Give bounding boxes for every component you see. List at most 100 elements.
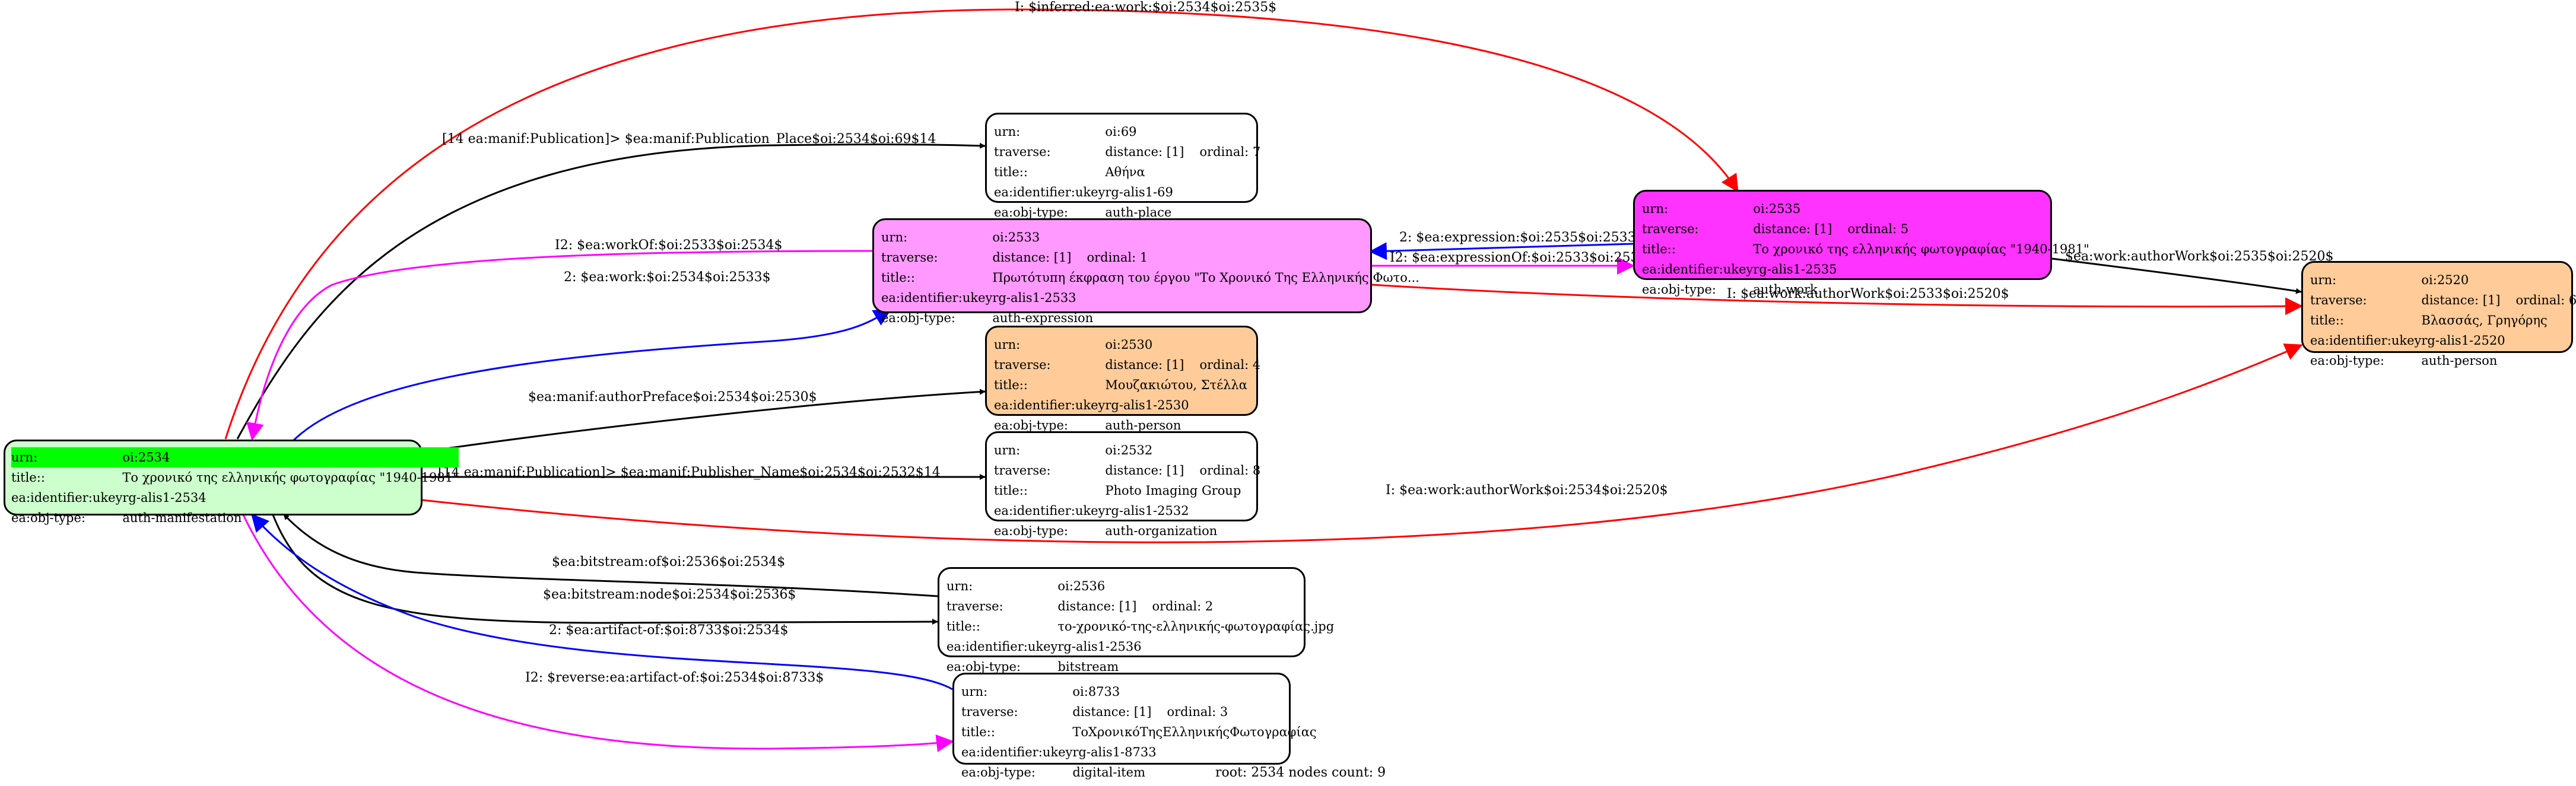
edge-label-author-work-2533: I: $ea:work:authorWork$oi:2533$oi:2520$: [1727, 287, 2009, 301]
urn-value: oi:2532: [1105, 443, 1153, 457]
ukey-value: rg-alis1-2532: [1105, 504, 1189, 518]
node-oi-2535[interactable]: urn:oi:2535 traverse:distance: [1]ordina…: [1633, 190, 2089, 297]
objtype-key: ea:obj-type:: [961, 765, 1036, 779]
edge-author-work-2535: [2051, 257, 2302, 294]
title-key: title::: [881, 271, 915, 285]
title-key: title::: [961, 725, 995, 739]
urn-value: oi:69: [1105, 125, 1137, 139]
edge-label-author-work-2535: $ea:work:authorWork$oi:2535$oi:2520$: [2065, 249, 2334, 264]
edge-label-artifact-of: 2: $ea:artifact-of:$oi:8733$oi:2534$: [549, 623, 789, 638]
urn-value: oi:2530: [1105, 338, 1153, 352]
ukey-key: ea:identifier:ukey: [994, 185, 1106, 199]
ukey-value: rg-alis1-2520: [2421, 333, 2505, 348]
ukey-key: ea:identifier:ukey: [1642, 262, 1754, 276]
objtype-value: digital-item: [1072, 765, 1145, 779]
root-urn-key: urn:: [11, 447, 123, 467]
root-objtype-value: auth-manifestation: [122, 511, 242, 525]
ordinal-value: ordinal: 3: [1167, 705, 1228, 719]
traverse-key: traverse:: [994, 358, 1051, 372]
urn-value: oi:2536: [1057, 579, 1106, 593]
edge-label-work: 2: $ea:work:$oi:2534$oi:2533$: [564, 270, 771, 285]
graph-footer: root: 2534 nodes count: 9: [1215, 765, 1386, 780]
ordinal-value: ordinal: 7: [1199, 145, 1261, 159]
title-value: ΤοΧρονικόΤηςΕλληνικήςΦωτογραφίας: [1072, 725, 1317, 739]
ordinal-value: ordinal: 6: [2515, 293, 2576, 307]
traverse-key: traverse:: [2310, 293, 2367, 307]
ukey-key: ea:identifier:ukey: [961, 745, 1073, 759]
node-oi-2530[interactable]: urn:oi:2530 traverse:distance: [1]ordina…: [985, 326, 1261, 432]
ukey-key: ea:identifier:ukey: [2310, 333, 2422, 348]
root-ukey-value: rg-alis1-2534: [122, 491, 207, 505]
edge-publication-place: [236, 142, 986, 440]
urn-key: urn:: [2310, 273, 2337, 287]
node-oi-2520[interactable]: urn: oi:2520 traverse: distance: [1] ordina…: [2301, 261, 2576, 368]
root-ukey-key: ea:identifier:ukey: [11, 491, 123, 505]
objtype-value: auth-expression: [992, 311, 1094, 325]
urn-key: urn:: [881, 230, 908, 244]
title-key: title::: [994, 165, 1028, 179]
title-value: το-χρονικό-της-ελληνικής-φωτογραφίας.jpg: [1057, 619, 1335, 634]
objtype-key: ea:obj-type:: [2310, 354, 2384, 368]
title-key: title::: [1642, 242, 1676, 256]
urn-value: oi:2520: [2421, 273, 2469, 287]
objtype-key: ea:obj-type:: [994, 524, 1068, 538]
objtype-key: ea:obj-type:: [946, 660, 1021, 674]
edge-label-inferred-work: I: $inferred:ea:work:$oi:2534$oi:2535$: [1015, 0, 1277, 15]
title-value: Το χρονικό της ελληνικής φωτογραφίας "19…: [1753, 242, 2089, 256]
title-value: Αθήνα: [1105, 165, 1145, 179]
ukey-value: rg-alis1-2533: [992, 291, 1076, 305]
traverse-value: distance: [1]ordinal: 8: [1105, 460, 1260, 480]
ordinal-value: ordinal: 1: [1087, 250, 1148, 265]
title-value: Photo Imaging Group: [1105, 483, 1241, 498]
distance-value: distance: [1]: [2421, 293, 2501, 307]
edge-reverse-artifact-of: [242, 514, 954, 752]
ordinal-value: ordinal: 5: [1847, 222, 1909, 236]
node-root-2534[interactable]: urn: oi:2534 title:: Το χρονικό της ελλη…: [4, 440, 459, 525]
objtype-key: ea:obj-type:: [994, 418, 1068, 432]
edge-label-work-of: I2: $ea:workOf:$oi:2533$oi:2534$: [555, 238, 783, 253]
objtype-value: auth-work: [1753, 282, 1818, 297]
edge-label-bitstream-node: $ea:bitstream:node$oi:2534$oi:2536$: [543, 587, 796, 602]
objtype-value: auth-person: [2421, 354, 2498, 368]
edge-label-expression: 2: $ea:expression:$oi:2535$oi:2533$: [1399, 230, 1644, 245]
urn-value: oi:2533: [992, 230, 1040, 244]
edge-label-expression-of: I2: $ea:expressionOf:$oi:2533$oi:2535$: [1390, 250, 1656, 265]
objtype-value: bitstream: [1057, 660, 1119, 674]
ukey-value: rg-alis1-8733: [1072, 745, 1157, 759]
node-oi-69[interactable]: urn:oi:69 traverse:distance: [1]ordinal:…: [985, 113, 1260, 219]
node-oi-2532[interactable]: urn:oi:2532 traverse:distance: [1]ordina…: [985, 431, 1260, 538]
objtype-key: ea:obj-type:: [1642, 282, 1716, 297]
ordinal-value: ordinal: 4: [1199, 358, 1261, 372]
node-oi-2533[interactable]: urn:oi:2533 traverse:distance: [1]ordina…: [872, 218, 1419, 325]
node-oi-2536[interactable]: urn:oi:2536 traverse:distance: [1]ordina…: [938, 567, 1334, 674]
root-urn-row: urn: oi:2534: [11, 447, 459, 467]
edge-author-work-2533: [1371, 284, 2303, 316]
root-title-key: title::: [11, 470, 45, 485]
edge-expression: [1369, 242, 1634, 260]
ukey-value: rg-alis1-2535: [1753, 262, 1837, 276]
node-oi-8733[interactable]: urn:oi:8733 traverse:distance: [1]ordina…: [952, 673, 1317, 779]
title-value: Πρωτότυπη έκφραση του έργου "Το Χρονικό …: [992, 271, 1419, 285]
root-objtype-key: ea:obj-type:: [11, 511, 85, 525]
edge-label-publisher-name: [14 ea:manif:Publication]> $ea:manif:Pub…: [438, 465, 941, 480]
urn-key: urn:: [946, 579, 973, 593]
distance-value: distance: [1]: [1072, 705, 1152, 719]
distance-value: distance: [1]: [1105, 463, 1184, 478]
edge-label-reverse-artifact-of: I2: $reverse:ea:artifact-of:$oi:2534$oi:…: [525, 670, 824, 685]
ukey-key: ea:identifier:ukey: [994, 504, 1106, 518]
title-value: Βλασσάς, Γρηγόρης: [2421, 313, 2548, 327]
edge-label-publication-place: [14 ea:manif:Publication]> $ea:manif:Pub…: [442, 132, 936, 147]
edge-bitstream-node: [272, 514, 938, 625]
objtype-key: ea:obj-type:: [881, 311, 955, 325]
traverse-value: distance: [1]ordinal: 7: [1105, 142, 1260, 162]
edge-label-author-work-root: I: $ea:work:authorWork$oi:2534$oi:2520$: [1386, 483, 1668, 498]
edge-work: [293, 308, 892, 441]
ukey-value: rg-alis1-69: [1105, 185, 1173, 199]
urn-key: urn:: [994, 338, 1021, 352]
ukey-value: rg-alis1-2536: [1057, 639, 1142, 654]
ukey-key: ea:identifier:ukey: [994, 398, 1106, 412]
ukey-key: ea:identifier:ukey: [946, 639, 1058, 654]
ukey-value: rg-alis1-2530: [1105, 398, 1189, 412]
ordinal-value: ordinal: 2: [1152, 599, 1214, 613]
